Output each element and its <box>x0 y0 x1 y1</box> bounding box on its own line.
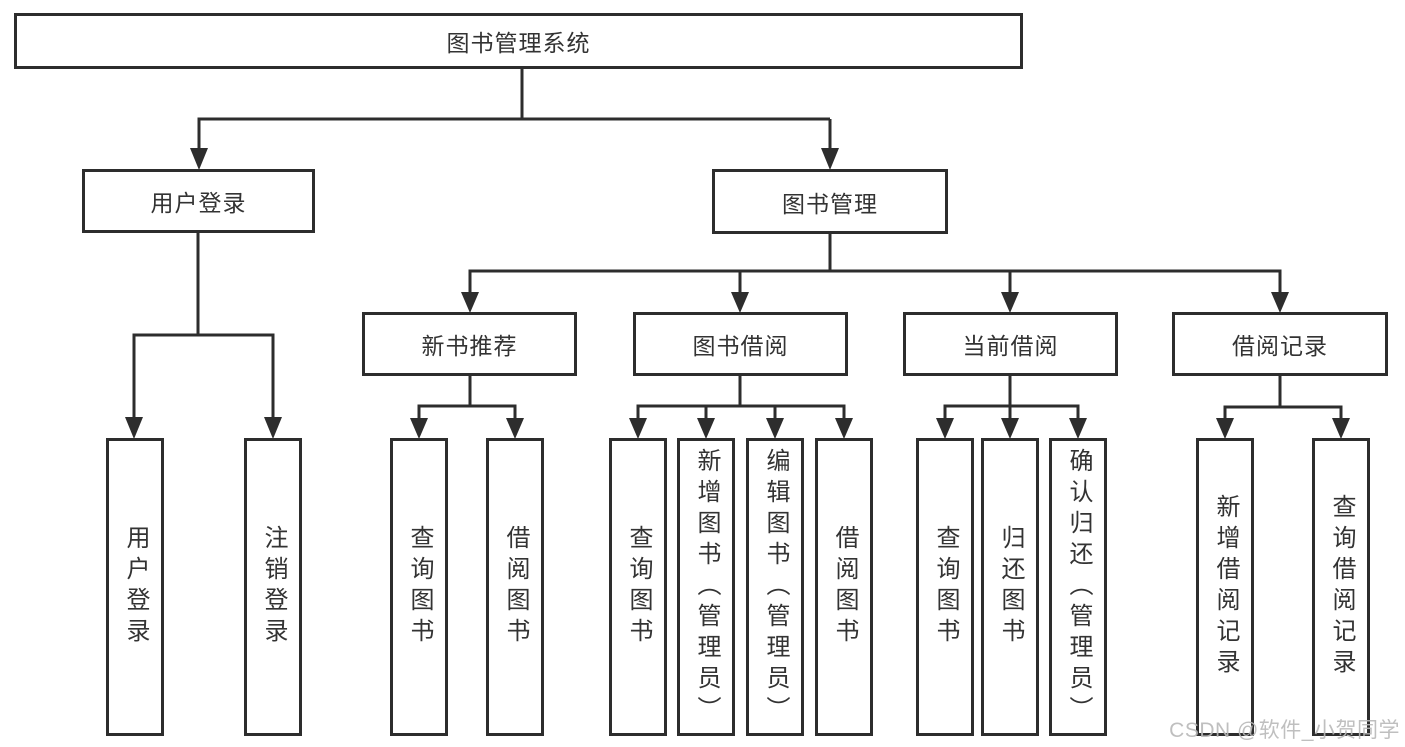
node-confirm-return-admin: 确认归还（管理员） <box>1049 438 1107 736</box>
node-label: 图书借阅 <box>692 333 789 359</box>
node-label: 当前借阅 <box>962 333 1059 359</box>
node-label: 新书推荐 <box>421 333 518 359</box>
node-return-book: 归还图书 <box>981 438 1039 736</box>
node-label: 归还图书 <box>997 525 1024 649</box>
node-label: 编辑图书（管理员） <box>762 447 789 727</box>
node-add-borrow-record: 新增借阅记录 <box>1196 438 1254 736</box>
node-current-query-books: 查询图书 <box>916 438 974 736</box>
node-user-login-action: 用户登录 <box>106 438 164 736</box>
node-current-borrowing: 当前借阅 <box>903 312 1118 376</box>
node-logout: 注销登录 <box>244 438 302 736</box>
node-edit-book-admin: 编辑图书（管理员） <box>746 438 804 736</box>
node-label: 借阅图书 <box>502 525 529 649</box>
node-borrowing-borrow-books: 借阅图书 <box>815 438 873 736</box>
node-label: 查询图书 <box>406 525 433 649</box>
node-newbook-borrow-books: 借阅图书 <box>486 438 544 736</box>
node-library-management-system: 图书管理系统 <box>14 13 1023 69</box>
node-label: 图书管理 <box>782 190 878 217</box>
node-new-book-recommend: 新书推荐 <box>362 312 577 376</box>
node-label: 新增图书（管理员） <box>693 447 720 727</box>
node-label: 借阅图书 <box>831 525 858 649</box>
node-borrow-records: 借阅记录 <box>1172 312 1388 376</box>
node-label: 用户登录 <box>122 525 149 649</box>
node-label: 图书管理系统 <box>446 30 591 56</box>
node-label: 新增借阅记录 <box>1212 494 1239 680</box>
node-book-borrowing: 图书借阅 <box>633 312 848 376</box>
node-label: 查询图书 <box>932 525 959 649</box>
node-query-borrow-record: 查询借阅记录 <box>1312 438 1370 736</box>
node-book-management: 图书管理 <box>712 169 948 234</box>
node-label: 查询借阅记录 <box>1328 494 1355 680</box>
node-label: 借阅记录 <box>1232 333 1328 359</box>
node-label: 用户登录 <box>150 190 247 216</box>
node-label: 确认归还（管理员） <box>1065 447 1092 727</box>
csdn-watermark: CSDN @软件_小贺同学 <box>1169 719 1400 742</box>
node-borrowing-query-books: 查询图书 <box>609 438 667 736</box>
node-label: 注销登录 <box>260 525 287 649</box>
node-user-login: 用户登录 <box>82 169 315 233</box>
node-newbook-query-books: 查询图书 <box>390 438 448 736</box>
node-label: 查询图书 <box>625 525 652 649</box>
node-add-book-admin: 新增图书（管理员） <box>677 438 735 736</box>
